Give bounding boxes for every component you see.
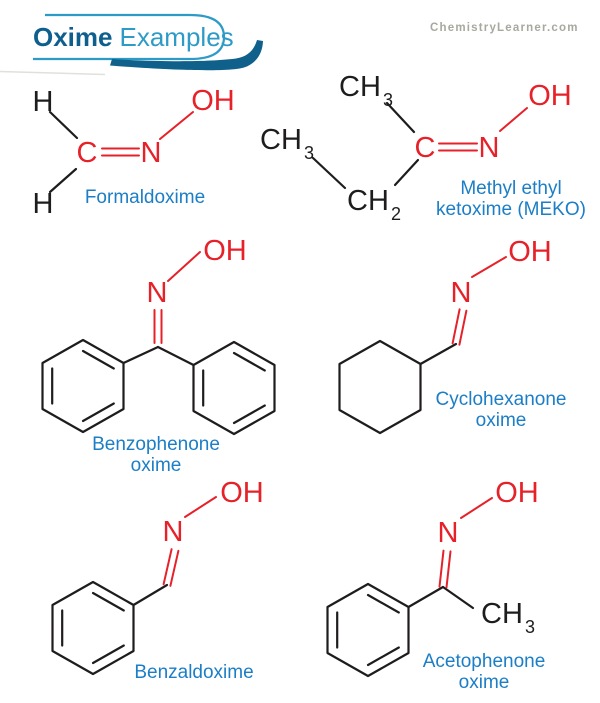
cyclohexanone-bonds xyxy=(419,256,507,366)
benzene-ring xyxy=(51,580,135,676)
atom-ch3-left-sub: 3 xyxy=(304,143,314,163)
atom-c: C xyxy=(77,137,98,169)
atom-ch2: CH xyxy=(347,185,389,217)
title-badge-outline xyxy=(33,13,226,61)
benzene-ring-left xyxy=(41,338,125,434)
formaldoxime-caption: Formaldoxime xyxy=(84,187,206,208)
atom-ch3-left: CH xyxy=(260,124,302,156)
benzophenone-oxime-structure: N OH xyxy=(41,235,276,436)
acetophenone-oxime-caption: Acetophenone oxime xyxy=(422,651,546,693)
cyclohexanone-oxime-caption: Cyclohexanone oxime xyxy=(435,389,567,431)
title-badge xyxy=(0,13,263,76)
meko-caption: Methyl ethyl ketoxime (MEKO) xyxy=(436,178,586,220)
atom-ch3-top-sub: 3 xyxy=(383,90,393,110)
atom-h-bottom: H xyxy=(33,188,54,220)
atom-ch3-sub: 3 xyxy=(525,617,535,637)
atom-h-top: H xyxy=(33,86,54,118)
atom-n: N xyxy=(479,132,500,164)
benzaldoxime-caption: Benzaldoxime xyxy=(134,662,254,683)
atom-oh: OH xyxy=(203,235,247,267)
atom-n: N xyxy=(438,517,459,549)
page-title-light: Examples xyxy=(119,22,234,52)
formaldoxime-structure: H H C N OH xyxy=(33,85,235,220)
acetophenone-oxime-structure: N OH CH 3 xyxy=(326,477,539,678)
atom-oh: OH xyxy=(220,477,264,509)
formaldoxime-bonds xyxy=(48,110,194,194)
benzophenone-bonds xyxy=(122,251,201,367)
benzophenone-oxime-caption: Benzophenone oxime xyxy=(92,434,220,476)
atom-ch3: CH xyxy=(481,598,523,630)
badge-shadow-line xyxy=(0,70,106,76)
atom-ch3-top: CH xyxy=(339,71,381,103)
benzaldoxime-structure: N OH xyxy=(51,477,264,676)
title-badge-swoosh xyxy=(110,40,263,71)
benzaldoxime-bonds xyxy=(132,496,217,607)
atom-oh: OH xyxy=(191,85,235,117)
atom-n: N xyxy=(147,277,168,309)
meko-structure: CH 3 CH 3 CH 2 C N OH xyxy=(260,71,572,224)
meko-bonds xyxy=(311,101,528,190)
acetophenone-bonds xyxy=(407,497,493,610)
benzene-ring-right xyxy=(192,340,276,436)
atom-oh: OH xyxy=(528,80,572,112)
atom-oh: OH xyxy=(508,236,552,268)
page-title-bold: Oxime xyxy=(33,22,113,52)
atom-c: C xyxy=(415,132,436,164)
atom-oh: OH xyxy=(495,477,539,509)
atom-n: N xyxy=(451,277,472,309)
atom-ch2-sub: 2 xyxy=(391,204,401,224)
site-watermark: ChemistryLearner.com xyxy=(430,22,579,34)
cyclohexanone-oxime-structure: N OH xyxy=(338,236,552,435)
atom-n: N xyxy=(141,137,162,169)
atom-n: N xyxy=(163,516,184,548)
